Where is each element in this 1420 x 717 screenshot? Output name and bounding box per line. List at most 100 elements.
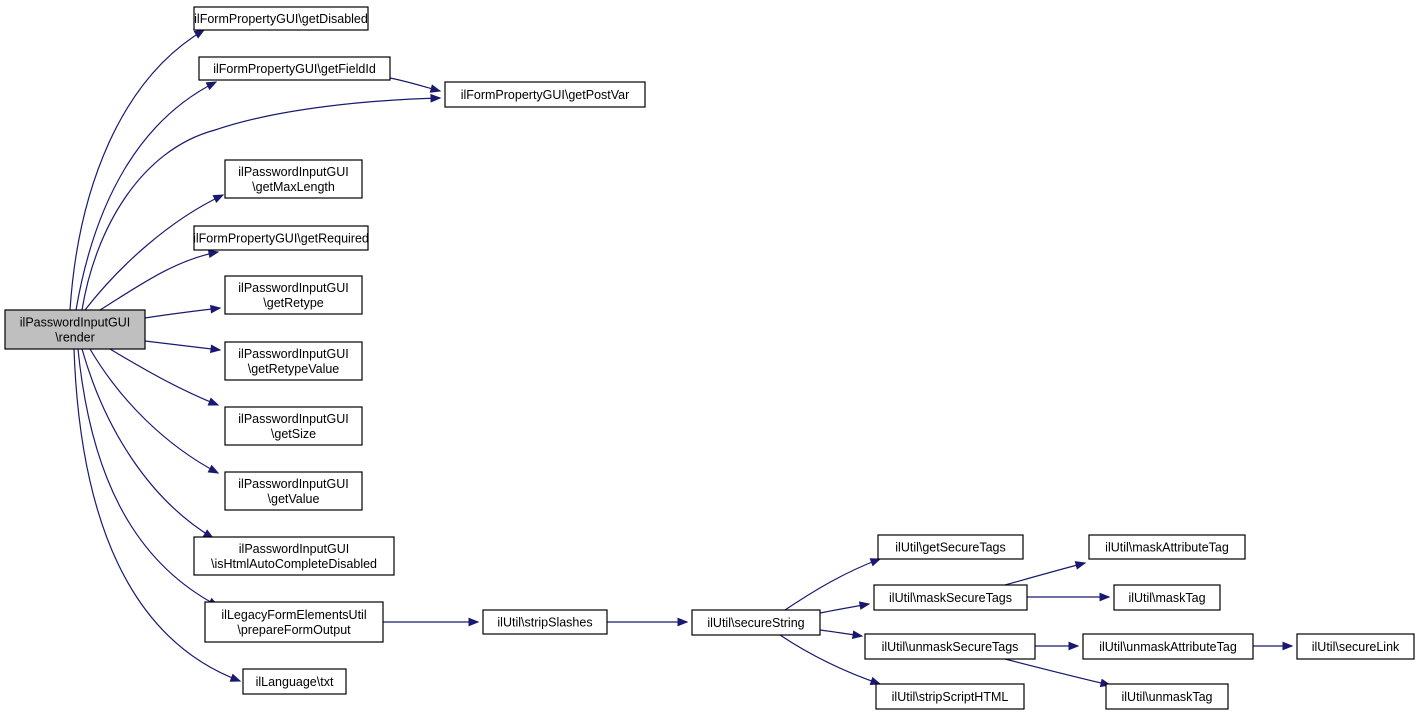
edge-unmaskSecureTags-to-unmaskTag bbox=[1004, 658, 1112, 688]
node-box[interactable] bbox=[224, 406, 363, 446]
node-box[interactable] bbox=[691, 609, 821, 636]
arrowhead-icon bbox=[207, 464, 220, 474]
node-label: \getMaxLength bbox=[252, 180, 335, 194]
arrowhead-icon bbox=[869, 676, 882, 686]
node-box[interactable] bbox=[224, 275, 363, 315]
edge-line bbox=[1004, 658, 1111, 686]
node-prepareFormOutput[interactable]: ilLegacyFormElementsUtil\prepareFormOutp… bbox=[204, 601, 384, 643]
node-isHtmlAuto[interactable]: ilPasswordInputGUI\isHtmlAutoCompleteDis… bbox=[193, 536, 395, 576]
node-secureLink[interactable]: ilUtil\secureLink bbox=[1296, 633, 1415, 660]
node-maskSecureTags[interactable]: ilUtil\maskSecureTags bbox=[873, 584, 1028, 611]
node-box[interactable] bbox=[193, 536, 395, 576]
node-maskTag[interactable]: ilUtil\maskTag bbox=[1113, 584, 1221, 611]
node-root[interactable]: ilPasswordInputGUI\render bbox=[4, 309, 146, 350]
node-box[interactable] bbox=[224, 471, 363, 511]
arrowhead-icon bbox=[1074, 561, 1087, 570]
edge-line bbox=[144, 307, 221, 319]
node-unmaskSecureTags[interactable]: ilUtil\unmaskSecureTags bbox=[864, 633, 1036, 660]
node-box[interactable] bbox=[875, 683, 1025, 710]
node-getMaxLength[interactable]: ilPasswordInputGUI\getMaxLength bbox=[224, 159, 363, 199]
arrowhead-icon bbox=[851, 630, 864, 639]
node-label: ilFormPropertyGUI\getPostVar bbox=[461, 88, 630, 102]
edge-line bbox=[73, 348, 241, 682]
edge-secureString-to-getSecureTags bbox=[784, 558, 882, 611]
edge-root-to-getPostVar bbox=[81, 93, 442, 311]
edge-line bbox=[81, 348, 214, 539]
node-box[interactable] bbox=[1296, 633, 1415, 660]
edge-line bbox=[144, 340, 221, 351]
node-box[interactable] bbox=[193, 6, 369, 31]
edge-maskSecureTags-to-maskTag bbox=[1026, 592, 1111, 602]
arrowhead-icon bbox=[869, 558, 882, 567]
arrowhead-icon bbox=[207, 397, 220, 406]
node-getRetype[interactable]: ilPasswordInputGUI\getRetype bbox=[224, 275, 363, 315]
node-label: ilUtil\stripScriptHTML bbox=[892, 690, 1009, 704]
node-unmaskTag[interactable]: ilUtil\unmaskTag bbox=[1105, 683, 1229, 710]
node-label: ilUtil\stripSlashes bbox=[497, 616, 592, 630]
edge-secureString-to-maskSecureTags bbox=[819, 601, 871, 614]
edge-root-to-getRequired bbox=[99, 249, 220, 311]
node-box[interactable] bbox=[224, 341, 363, 381]
node-getFieldId[interactable]: ilFormPropertyGUI\getFieldId bbox=[198, 56, 391, 81]
edge-maskSecureTags-to-maskAttributeTag bbox=[1004, 561, 1087, 586]
arrowhead-icon bbox=[210, 344, 222, 354]
node-label: \render bbox=[55, 331, 95, 345]
node-stripSlashes[interactable]: ilUtil\stripSlashes bbox=[482, 609, 608, 635]
node-label: \getSize bbox=[271, 427, 316, 441]
node-box[interactable] bbox=[204, 601, 384, 643]
node-getRetypeValue[interactable]: ilPasswordInputGUI\getRetypeValue bbox=[224, 341, 363, 381]
call-graph-nodes: ilPasswordInputGUI\render ilFormPropertyG… bbox=[4, 6, 1415, 710]
edge-secureString-to-unmaskSecureTags bbox=[819, 629, 864, 639]
node-label: \getRetypeValue bbox=[248, 362, 340, 376]
arrowhead-icon bbox=[429, 84, 442, 93]
edge-line bbox=[81, 97, 441, 311]
node-getPostVar[interactable]: ilFormPropertyGUI\getPostVar bbox=[444, 81, 646, 108]
call-graph-edges bbox=[69, 29, 1294, 688]
node-box[interactable] bbox=[877, 534, 1024, 560]
node-getSize[interactable]: ilPasswordInputGUI\getSize bbox=[224, 406, 363, 446]
node-box[interactable] bbox=[224, 159, 363, 199]
arrowhead-icon bbox=[1068, 641, 1080, 651]
node-getSecureTags[interactable]: ilUtil\getSecureTags bbox=[877, 534, 1024, 560]
node-label: ilLanguage\txt bbox=[256, 675, 334, 689]
node-label: \getRetype bbox=[263, 296, 324, 310]
node-box[interactable] bbox=[1105, 683, 1229, 710]
edge-unmaskAttributeTag-to-secureLink bbox=[1253, 641, 1294, 651]
node-label: ilFormPropertyGUI\getDisabled bbox=[194, 12, 368, 26]
arrowhead-icon bbox=[229, 673, 242, 682]
node-getValue[interactable]: ilPasswordInputGUI\getValue bbox=[224, 471, 363, 511]
node-stripScriptHTML[interactable]: ilUtil\stripScriptHTML bbox=[875, 683, 1025, 710]
node-box[interactable] bbox=[4, 309, 146, 350]
arrowhead-icon bbox=[858, 601, 871, 610]
edge-line bbox=[75, 81, 217, 311]
node-box[interactable] bbox=[1113, 584, 1221, 611]
node-box[interactable] bbox=[242, 668, 347, 695]
edge-root-to-getRetypeValue bbox=[144, 340, 222, 354]
edge-line bbox=[84, 194, 224, 311]
node-box[interactable] bbox=[873, 584, 1028, 611]
node-label: ilFormPropertyGUI\getRequired bbox=[193, 232, 369, 246]
node-getDisabled[interactable]: ilFormPropertyGUI\getDisabled bbox=[193, 6, 369, 31]
arrowhead-icon bbox=[1282, 641, 1294, 651]
edge-unmaskSecureTags-to-unmaskAttributeTag bbox=[1035, 641, 1080, 651]
node-txt[interactable]: ilLanguage\txt bbox=[242, 668, 347, 695]
edge-root-to-getFieldId bbox=[75, 81, 218, 311]
node-box[interactable] bbox=[864, 633, 1036, 660]
node-getRequired[interactable]: ilFormPropertyGUI\getRequired bbox=[193, 225, 369, 251]
node-unmaskAttributeTag[interactable]: ilUtil\unmaskAttributeTag bbox=[1082, 633, 1254, 660]
node-label: ilPasswordInputGUI bbox=[20, 316, 130, 330]
node-box[interactable] bbox=[1088, 534, 1246, 560]
edge-line bbox=[1004, 562, 1086, 586]
node-label: ilUtil\maskSecureTags bbox=[889, 591, 1012, 605]
node-maskAttributeTag[interactable]: ilUtil\maskAttributeTag bbox=[1088, 534, 1246, 560]
node-label: ilUtil\secureLink bbox=[1312, 640, 1400, 654]
node-label: \getValue bbox=[268, 492, 320, 506]
node-box[interactable] bbox=[444, 81, 646, 108]
node-box[interactable] bbox=[1082, 633, 1254, 660]
node-box[interactable] bbox=[198, 56, 391, 81]
node-secureString[interactable]: ilUtil\secureString bbox=[691, 609, 821, 636]
node-box[interactable] bbox=[482, 609, 608, 635]
node-box[interactable] bbox=[193, 225, 369, 251]
edge-secureString-to-stripScriptHTML bbox=[779, 634, 882, 686]
